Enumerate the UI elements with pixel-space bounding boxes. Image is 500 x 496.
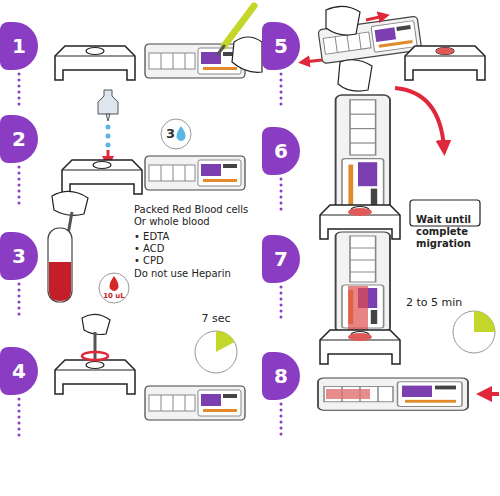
drop-circle [160, 118, 192, 150]
drop-symbol [177, 126, 186, 141]
clock-circle [453, 311, 495, 353]
test-stand [55, 360, 135, 394]
stir-arrow [82, 352, 108, 360]
step-badge: 8 [262, 352, 300, 400]
step-number: 3 [12, 244, 26, 268]
red-arrow [304, 60, 322, 62]
step-badge: 6 [262, 127, 300, 175]
sample-note: • ACD [134, 243, 244, 255]
instruction-note: Wait until complete migration [416, 214, 496, 250]
clock-face [194, 330, 238, 374]
timer-icon: 2 to 5 min [404, 290, 498, 356]
step-number: 6 [274, 139, 288, 163]
icon-circle [99, 273, 129, 303]
drop-icon: 10 uL [98, 272, 130, 304]
dotted-line [280, 74, 283, 108]
blood-tube [48, 228, 72, 302]
step-badge: 4 [0, 347, 38, 395]
sample-note: Packed Red Blood cells Or whole blood [134, 204, 252, 228]
step-badge: 1 [0, 22, 38, 70]
clock-circle [195, 331, 237, 373]
step-number: 8 [274, 364, 288, 388]
buffer-drop [106, 125, 111, 130]
hand-outline [338, 60, 372, 91]
red-arrow [366, 16, 384, 20]
step-number: 5 [274, 34, 288, 58]
step-dots [19, 74, 281, 440]
step-number: 7 [274, 247, 288, 271]
time-label: 2 to 5 min [406, 296, 462, 309]
test-card [336, 95, 390, 215]
card-group [336, 232, 390, 332]
test-stand [55, 46, 135, 80]
drop-symbol [110, 276, 119, 291]
step-number: 1 [12, 34, 26, 58]
hand-outline [82, 314, 110, 334]
dotted-line [18, 284, 21, 320]
clock-wedge [216, 331, 234, 352]
dotted-line [280, 287, 283, 322]
migration-band [348, 286, 368, 332]
drop-icon: 3 [160, 118, 192, 150]
icon-circle [161, 119, 191, 149]
buffer-drop [106, 143, 111, 148]
clock-face [452, 310, 496, 354]
test-card [145, 44, 245, 78]
dotted-line [18, 399, 21, 436]
red-arrow [395, 88, 444, 148]
blood-sample [49, 262, 71, 301]
test-card [145, 386, 245, 420]
test-card [336, 232, 390, 332]
sample-note: • CPD [134, 255, 244, 267]
blood-well [436, 48, 454, 55]
blood-well [348, 208, 372, 216]
dotted-line [280, 404, 283, 440]
step-badge: 7 [262, 235, 300, 283]
card-group [336, 95, 390, 215]
sample-note: Do not use Heparin [134, 268, 252, 280]
step-number: 2 [12, 127, 26, 151]
hand-outline [52, 191, 88, 215]
blood-well [348, 333, 372, 341]
hand-outline [232, 37, 262, 72]
test-stand [320, 330, 400, 364]
volume-label: 10 uL [98, 292, 130, 300]
test-stand [405, 46, 485, 80]
clock-wedge [474, 311, 495, 332]
dotted-line [18, 74, 21, 108]
dotted-line [18, 167, 21, 204]
test-card [318, 378, 468, 410]
red-arrow [484, 392, 499, 396]
drop-count: 3 [166, 126, 175, 141]
sample-note: • EDTA [134, 231, 244, 243]
test-stand [62, 160, 142, 194]
step-badge: 3 [0, 232, 38, 280]
step-badge: 5 [262, 22, 300, 70]
timer-icon: 7 sec [192, 312, 240, 376]
step-badge: 2 [0, 115, 38, 163]
dropper-bottle [98, 90, 118, 114]
hand-outline [326, 6, 360, 35]
step-number: 4 [12, 359, 26, 383]
dropper-tip [106, 114, 110, 121]
dotted-line [280, 179, 283, 214]
time-label: 7 sec [192, 312, 240, 325]
buffer-drop [106, 134, 111, 139]
result-band [326, 389, 370, 399]
card-group [318, 378, 468, 410]
pen-tip [218, 46, 224, 54]
test-card [145, 156, 245, 190]
